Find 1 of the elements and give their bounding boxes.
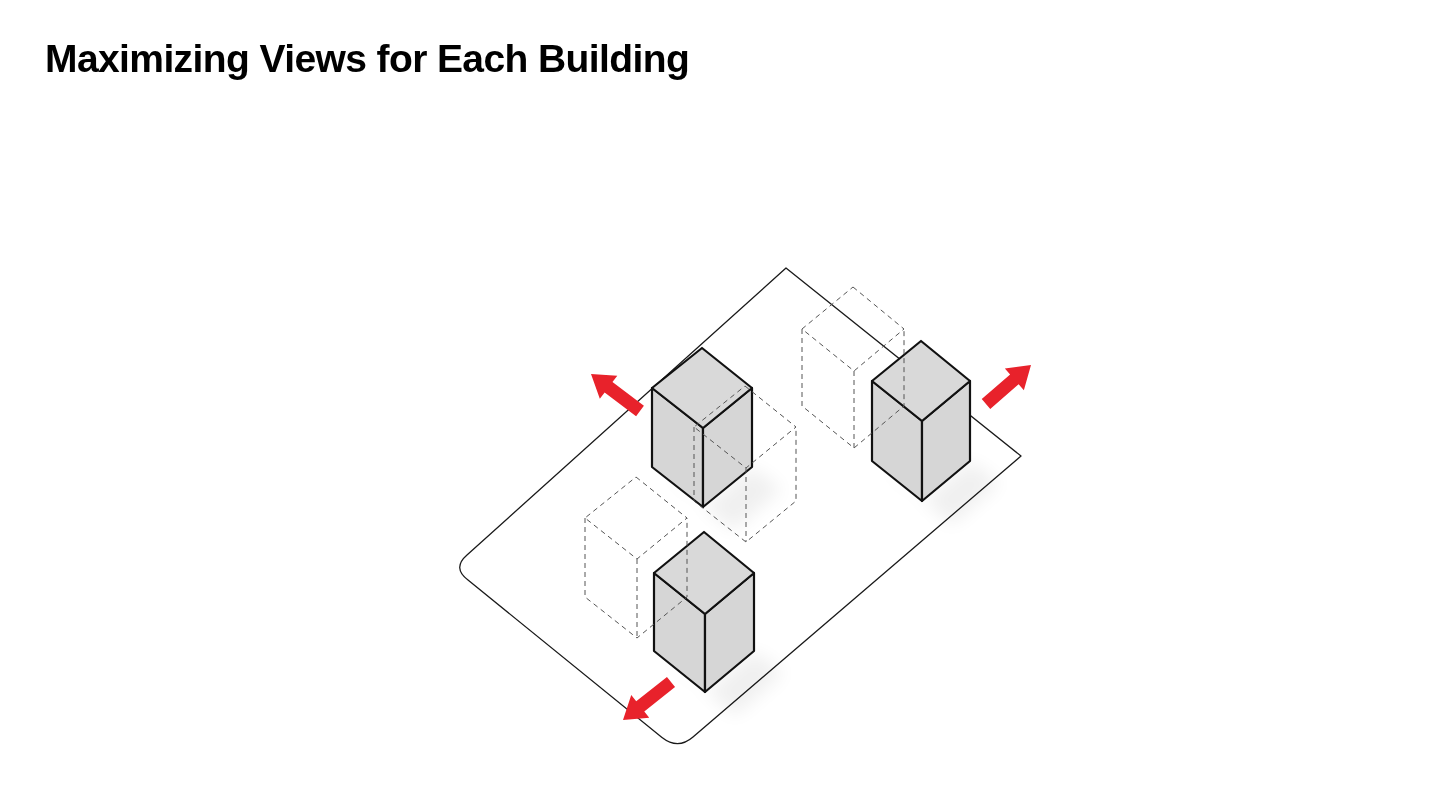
diagram-title: Maximizing Views for Each Building — [45, 36, 690, 82]
